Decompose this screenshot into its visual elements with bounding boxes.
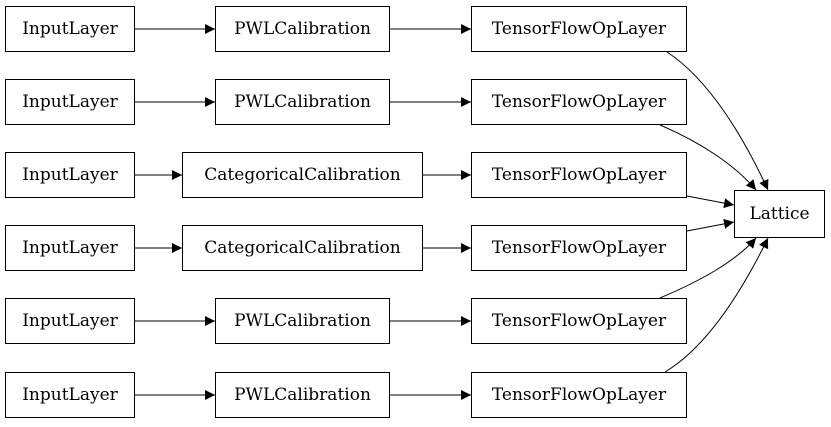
edge-op-to-lattice xyxy=(659,237,757,299)
pwl-calibration-node: PWLCalibration xyxy=(215,372,390,418)
input-layer-node: InputLayer xyxy=(5,372,135,418)
input-layer-node: InputLayer xyxy=(5,225,135,271)
tensorflow-op-layer-node: TensorFlowOpLayer xyxy=(471,6,687,52)
edge-op-to-lattice xyxy=(659,124,757,191)
pwl-calibration-node: PWLCalibration xyxy=(215,298,390,344)
edge-op-to-lattice xyxy=(686,218,735,232)
lattice-node: Lattice xyxy=(734,190,825,238)
input-layer-node: InputLayer xyxy=(5,298,135,344)
input-layer-node: InputLayer xyxy=(5,152,135,198)
input-layer-node: InputLayer xyxy=(5,79,135,125)
categorical-calibration-node: CategoricalCalibration xyxy=(182,152,423,198)
input-layer-node: InputLayer xyxy=(5,6,135,52)
tensorflow-op-layer-node: TensorFlowOpLayer xyxy=(471,79,687,125)
edge-op-to-lattice xyxy=(686,195,735,209)
pwl-calibration-node: PWLCalibration xyxy=(215,6,390,52)
categorical-calibration-node: CategoricalCalibration xyxy=(182,225,423,271)
edge-op-to-lattice xyxy=(664,237,769,373)
edge-op-to-lattice xyxy=(666,51,769,191)
tensorflow-op-layer-node: TensorFlowOpLayer xyxy=(471,372,687,418)
tensorflow-op-layer-node: TensorFlowOpLayer xyxy=(471,225,687,271)
tensorflow-op-layer-node: TensorFlowOpLayer xyxy=(471,152,687,198)
tensorflow-op-layer-node: TensorFlowOpLayer xyxy=(471,298,687,344)
pwl-calibration-node: PWLCalibration xyxy=(215,79,390,125)
